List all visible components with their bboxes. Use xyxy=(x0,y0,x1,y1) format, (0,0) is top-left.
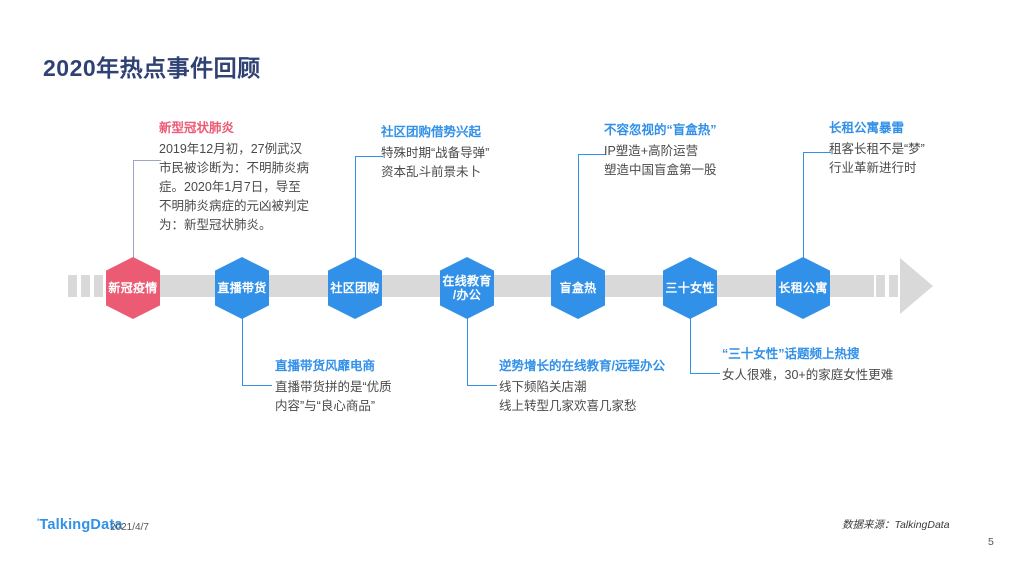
callout-bottom-2-line-1: 线下频陷关店潮 xyxy=(499,380,587,394)
page-number: 5 xyxy=(988,536,994,548)
footer-date: 2021/4/7 xyxy=(110,522,149,533)
callout-top-3-line-2: 塑造中国盲盒第一股 xyxy=(604,163,717,177)
callout-bottom-2: 逆势增长的在线教育/远程办公 线下频陷关店潮 线上转型几家欢喜几家愁 xyxy=(499,358,665,416)
connector-top-1 xyxy=(133,160,163,266)
timeline-node-1[interactable]: 新冠疫情 xyxy=(106,257,160,319)
talkingdata-logo: 'TalkingData xyxy=(37,517,123,533)
timeline-node-6[interactable]: 三十女性 xyxy=(663,257,717,319)
timeline-node-3[interactable]: 社区团购 xyxy=(328,257,382,319)
callout-top-4-line-1: 租客长租不是“梦” xyxy=(829,142,925,156)
callout-top-3: 不容忽视的“盲盒热” IP塑造+高阶运营 塑造中国盲盒第一股 xyxy=(604,122,717,180)
timeline-node-4-label-line2: /办公 xyxy=(452,288,482,302)
callout-top-4: 长租公寓暴雷 租客长租不是“梦” 行业革新进行时 xyxy=(829,120,925,178)
timeline-node-4-label-line1: 在线教育 xyxy=(442,274,492,288)
callout-bottom-1-line-2: 内容”与“良心商品” xyxy=(275,399,375,413)
callout-top-4-line-2: 行业革新进行时 xyxy=(829,161,917,175)
bar-segment-left-1 xyxy=(68,275,77,297)
callout-top-4-title: 长租公寓暴雷 xyxy=(829,121,905,135)
logo-mark: ' xyxy=(37,517,40,527)
timeline-node-4[interactable]: 在线教育 /办公 xyxy=(440,257,494,319)
timeline-node-1-label: 新冠疫情 xyxy=(108,281,158,295)
timeline-node-7-label: 长租公寓 xyxy=(778,281,828,295)
bar-segment-left-3 xyxy=(94,275,103,297)
callout-bottom-1-title: 直播带货风靡电商 xyxy=(275,359,376,373)
bar-segment-left-2 xyxy=(81,275,90,297)
callout-top-1-title: 新型冠状肺炎 xyxy=(159,121,235,135)
callout-bottom-3-title: “三十女性”话题频上热搜 xyxy=(722,347,860,361)
bar-segment-right-2 xyxy=(889,275,898,297)
page-title: 2020年热点事件回顾 xyxy=(43,55,261,81)
connector-bottom-1 xyxy=(242,312,274,386)
callout-top-3-line-1: IP塑造+高阶运营 xyxy=(604,144,699,158)
connector-top-4 xyxy=(803,152,833,266)
callout-bottom-3-line-1: 女人很难，30+的家庭女性更难 xyxy=(722,368,894,382)
logo-text: TalkingData xyxy=(39,517,123,533)
callout-top-3-title: 不容忽视的“盲盒热” xyxy=(604,123,717,137)
timeline-node-5-label: 盲盒热 xyxy=(559,281,597,295)
connector-bottom-3 xyxy=(690,312,722,374)
timeline-node-7[interactable]: 长租公寓 xyxy=(776,257,830,319)
callout-top-1: 新型冠状肺炎 2019年12月初，27例武汉市民被诊断为：不明肺炎病症。2020… xyxy=(159,120,311,235)
source-note: 数据来源：TalkingData xyxy=(842,519,950,531)
timeline-bar: 新冠疫情 直播带货 社区团购 在线教育 /办公 盲盒热 三十女性 长租公寓 xyxy=(0,257,1014,319)
connector-top-3 xyxy=(578,154,608,266)
timeline-node-5[interactable]: 盲盒热 xyxy=(551,257,605,319)
bar-segment-right-1 xyxy=(876,275,885,297)
callout-top-2-title: 社区团购借势兴起 xyxy=(381,125,482,139)
callout-bottom-2-line-2: 线上转型几家欢喜几家愁 xyxy=(499,399,637,413)
timeline-node-2[interactable]: 直播带货 xyxy=(215,257,269,319)
timeline-node-2-label: 直播带货 xyxy=(217,281,267,295)
timeline-node-3-label: 社区团购 xyxy=(330,281,380,295)
callout-top-2-line-2: 资本乱斗前景未卜 xyxy=(381,165,482,179)
timeline-node-6-label: 三十女性 xyxy=(665,281,715,295)
callout-top-2: 社区团购借势兴起 特殊时期“战备导弹” 资本乱斗前景未卜 xyxy=(381,124,489,182)
callout-bottom-3: “三十女性”话题频上热搜 女人很难，30+的家庭女性更难 xyxy=(722,346,893,385)
callout-bottom-1-line-1: 直播带货拼的是“优质 xyxy=(275,380,392,394)
connector-top-2 xyxy=(355,156,385,266)
callout-bottom-2-title: 逆势增长的在线教育/远程办公 xyxy=(499,359,665,373)
timeline-arrow-icon xyxy=(900,258,933,314)
connector-bottom-2 xyxy=(467,312,499,386)
callout-top-2-line-1: 特殊时期“战备导弹” xyxy=(381,146,490,160)
callout-top-1-body: 2019年12月初，27例武汉市民被诊断为：不明肺炎病症。2020年1月7日，导… xyxy=(159,142,310,232)
callout-bottom-1: 直播带货风靡电商 直播带货拼的是“优质 内容”与“良心商品” xyxy=(275,358,392,416)
